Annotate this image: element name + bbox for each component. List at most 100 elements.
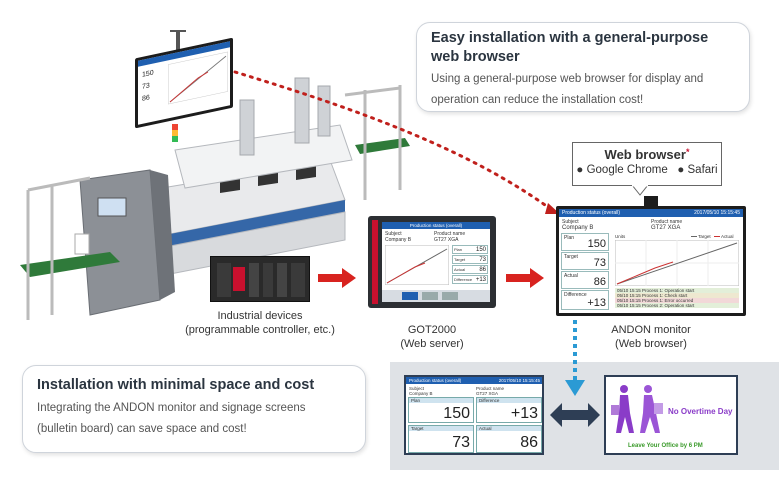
web-browser-balloon: Web browser* ● Google Chrome ● Safari xyxy=(572,142,722,186)
got2000-device: Production status (overall) Subject Comp… xyxy=(368,216,496,308)
got2000-label: GOT2000 (Web server) xyxy=(380,323,484,351)
signage-subline: Leave Your Office by 6 PM xyxy=(628,443,703,449)
signage-headline: No Overtime Day xyxy=(668,407,733,416)
andon-log-row: 05/10 15:15 Process 2: Operation start xyxy=(615,303,739,308)
andon-plan-value: 150 xyxy=(587,238,606,250)
plc-device xyxy=(210,256,310,302)
web-browser-title: Web browser* xyxy=(573,147,721,162)
callout-minimal-space: Installation with minimal space and cost… xyxy=(22,365,366,453)
industrial-devices-title: Industrial devices xyxy=(217,310,303,322)
legend-actual-swatch xyxy=(713,236,720,238)
web-browser-asterisk: * xyxy=(685,147,690,157)
andon-target-value: 73 xyxy=(593,257,606,269)
got-value-row: Plan 150 xyxy=(452,245,488,254)
signage-difference-value: +13 xyxy=(510,405,538,422)
factory-illustration xyxy=(20,30,410,320)
signage-company: Company B xyxy=(409,391,433,396)
signage-target-box: Target 73 xyxy=(408,425,474,453)
andon-log-row: 05/10 15:15 Process 1: Error occurred xyxy=(615,298,739,303)
got-row-value: 150 xyxy=(475,247,486,253)
signage-difference-box: Difference +13 xyxy=(476,397,542,423)
andon-difference-box: Difference +13 xyxy=(561,290,609,310)
signage-production-screen: Production status (overall) 2017/05/10 1… xyxy=(404,375,544,455)
signage-plan-label: Plan xyxy=(411,398,421,403)
got-row-label: Difference xyxy=(454,277,473,282)
andon-difference-label: Difference xyxy=(564,292,587,298)
blue-dotted-arrow xyxy=(565,320,585,396)
got-subject-label: Subject xyxy=(385,231,402,237)
got2000-subtitle: (Web server) xyxy=(400,338,464,350)
web-browser-title-text: Web browser xyxy=(604,147,686,162)
signage-product: GT27 XGA xyxy=(476,391,499,396)
got-row-label: Target xyxy=(454,257,466,262)
andon-legend: Target Actual xyxy=(691,234,733,240)
got-row-label: Plan xyxy=(454,247,463,252)
andon-label: ANDON monitor (Web browser) xyxy=(596,323,706,351)
andon-title-label: ANDON monitor xyxy=(611,324,691,336)
signage-actual-box: Actual 86 xyxy=(476,425,542,453)
andon-subject-label: Subject xyxy=(562,219,579,225)
signage-difference-label: Difference xyxy=(479,398,500,403)
signage-plan-value: 150 xyxy=(443,405,470,422)
andon-log-row: 05/10 15:15 Process 1: Operation start xyxy=(615,288,739,293)
arrow-plc-to-got xyxy=(318,268,356,288)
andon-log-row: 05/10 15:15 Process 1: Check start xyxy=(615,293,739,298)
signage-subject-label: Subject xyxy=(409,386,425,391)
legend-target-swatch xyxy=(691,236,697,238)
got2000-screen: Production status (overall) Subject Comp… xyxy=(382,222,490,302)
ceiling-monitor: 150 73 86 xyxy=(135,37,233,129)
andon-actual-value: 86 xyxy=(593,276,606,288)
got-screen-title: Production status (overall) xyxy=(382,222,490,229)
andon-plan-box: Plan 150 xyxy=(561,233,609,251)
andon-plan-label: Plan xyxy=(564,235,575,241)
andon-actual-label: Actual xyxy=(564,273,578,279)
walking-people-icon xyxy=(611,385,663,433)
andon-datetime: 2017/05/10 15:15:45 xyxy=(694,210,740,216)
signage-target-label: Target xyxy=(411,426,424,431)
andon-product: GT27 XGA xyxy=(651,225,681,231)
got-product-label: Product name xyxy=(434,231,466,237)
signage-target-value: 73 xyxy=(452,434,470,451)
andon-units: Units xyxy=(615,234,626,239)
callout-top-body: Using a general-purpose web browser for … xyxy=(431,73,704,106)
chrome-bullet-icon: ● xyxy=(576,164,584,176)
safari-bullet-icon: ● xyxy=(677,164,685,176)
got-value-row: Target 73 xyxy=(452,255,488,264)
signage-plan-box: Plan 150 xyxy=(408,397,474,423)
arrow-got-to-andon xyxy=(506,268,544,288)
andon-subtitle-label: (Web browser) xyxy=(615,338,687,350)
andon-actual-box: Actual 86 xyxy=(561,271,609,289)
got-value-row: Difference+13 xyxy=(452,275,488,284)
signage-titlebar: Production status (overall) 2017/05/10 1… xyxy=(406,377,542,384)
got-row-label: Actual xyxy=(454,267,466,272)
industrial-devices-label: Industrial devices (programmable control… xyxy=(175,309,345,337)
balloon-tail xyxy=(631,185,649,196)
signage-actual-label: Actual xyxy=(479,426,492,431)
got-chart xyxy=(385,245,449,285)
signage-title: Production status (overall) xyxy=(409,378,462,383)
signage-actual-value: 86 xyxy=(520,434,538,451)
andon-target-label: Target xyxy=(564,254,578,260)
signage-notice-screen: No Overtime Day Leave Your Office by 6 P… xyxy=(604,375,738,455)
browser-option-safari: Safari xyxy=(687,164,718,176)
callout-bottom-body: Integrating the ANDON monitor and signag… xyxy=(37,402,306,435)
andon-product-label: Product name xyxy=(651,219,683,225)
andon-legend-actual: Actual xyxy=(720,234,734,239)
callout-web-browser-install: Easy installation with a general-purpose… xyxy=(416,22,750,112)
got2000-title: GOT2000 xyxy=(407,324,457,336)
callout-top-title: Easy installation with a general-purpose… xyxy=(431,30,709,65)
got-row-value: +13 xyxy=(475,277,486,283)
andon-target-box: Target 73 xyxy=(561,252,609,270)
industrial-devices-subtitle: (programmable controller, etc.) xyxy=(185,324,335,336)
double-arrow xyxy=(550,403,600,427)
andon-chart xyxy=(615,240,739,286)
got-row-value: 73 xyxy=(479,257,486,263)
signage-product-label: Product name xyxy=(476,386,505,391)
callout-bottom-title: Installation with minimal space and cost xyxy=(37,377,315,393)
andon-legend-target: Target xyxy=(698,234,711,239)
andon-company: Company B xyxy=(562,225,594,231)
browser-options: ● Google Chrome ● Safari xyxy=(573,164,721,176)
